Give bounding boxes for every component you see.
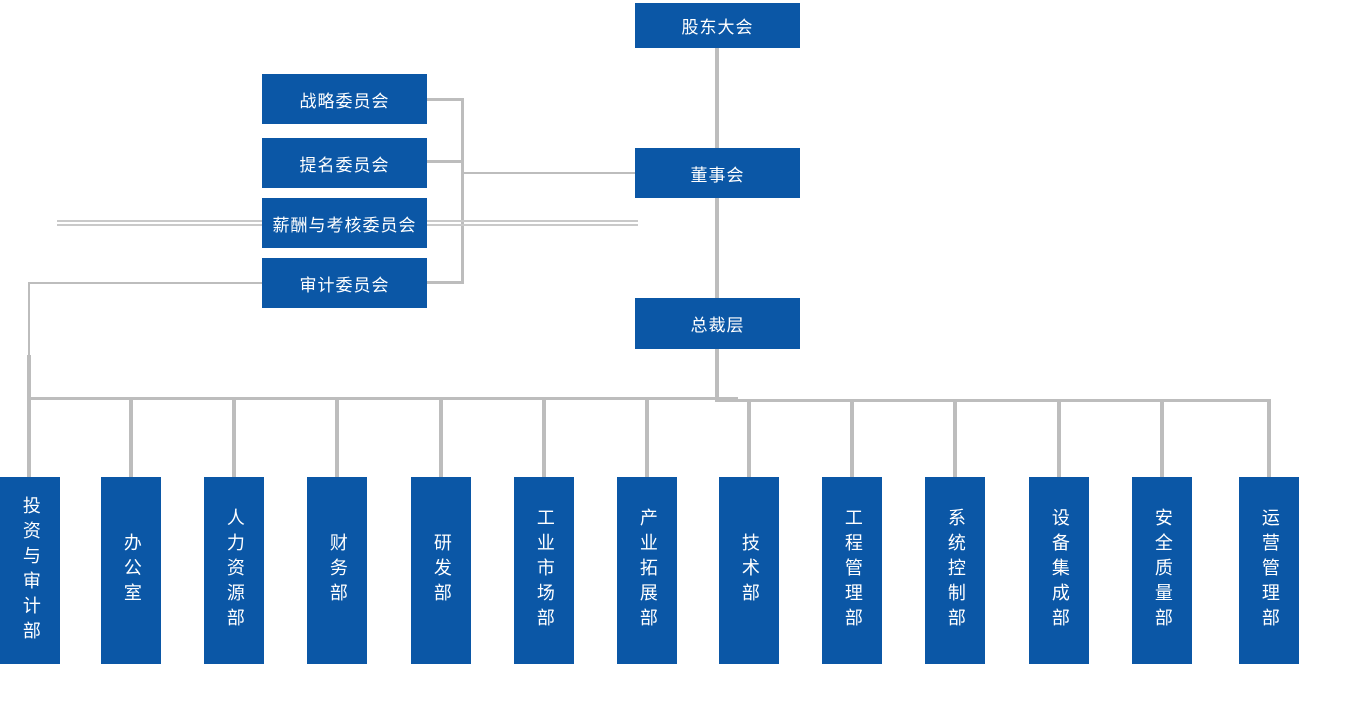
finance-dept-node: 财务部 — [307, 477, 367, 664]
technology-dept-node: 技术部 — [719, 477, 779, 664]
strategy-committee-label: 战略委员会 — [299, 91, 390, 111]
connector-bus-right — [715, 399, 1271, 402]
connector-drop-dept-7 — [645, 399, 649, 477]
connector-drop-dept-5 — [439, 399, 443, 477]
connector-drop-dept-10 — [953, 399, 957, 477]
connector-drop-dept-9 — [850, 399, 854, 477]
connector-drop-dept-3 — [232, 399, 236, 477]
equipment-integration-dept-label: 设备集成部 — [1049, 508, 1070, 633]
connector-audit-left-vertical — [28, 282, 30, 400]
safety-quality-dept-node: 安全质量部 — [1132, 477, 1192, 664]
investment-audit-dept-node: 投资与审计部 — [0, 477, 60, 664]
connector-remuneration-left-bottom — [57, 224, 262, 226]
audit-committee-node: 审计委员会 — [262, 258, 427, 308]
connector-stub-strategy — [427, 98, 461, 101]
connector-audit-left-horizontal — [28, 282, 262, 284]
connector-drop-dept-1 — [27, 355, 31, 477]
nomination-committee-node: 提名委员会 — [262, 138, 427, 188]
audit-committee-label: 审计委员会 — [299, 275, 390, 295]
human-resources-dept-label: 人力资源部 — [224, 508, 245, 633]
industrial-market-dept-label: 工业市场部 — [534, 508, 555, 633]
connector-drop-dept-4 — [335, 399, 339, 477]
nomination-committee-label: 提名委员会 — [299, 155, 390, 175]
connector-shareholders-to-board — [715, 48, 719, 148]
office-node: 办公室 — [101, 477, 161, 664]
equipment-integration-dept-node: 设备集成部 — [1029, 477, 1089, 664]
connector-remuneration-right-bottom — [427, 224, 638, 226]
connector-remuneration-left-top — [57, 220, 262, 222]
connector-remuneration-right-top — [427, 220, 638, 222]
industrial-market-dept-node: 工业市场部 — [514, 477, 574, 664]
connector-committees-vertical — [461, 98, 464, 284]
connector-drop-dept-11 — [1057, 399, 1061, 477]
operations-management-dept-label: 运营管理部 — [1259, 508, 1280, 633]
research-development-dept-label: 研发部 — [431, 533, 452, 608]
connector-drop-dept-12 — [1160, 399, 1164, 477]
president-level-label: 总裁层 — [690, 316, 745, 335]
research-development-dept-node: 研发部 — [411, 477, 471, 664]
engineering-management-dept-label: 工程管理部 — [842, 508, 863, 633]
remuneration-assessment-committee-label: 薪酬与考核委员会 — [272, 215, 417, 235]
industry-expansion-dept-node: 产业拓展部 — [617, 477, 677, 664]
technology-dept-label: 技术部 — [739, 533, 760, 608]
operations-management-dept-node: 运营管理部 — [1239, 477, 1299, 664]
engineering-management-dept-node: 工程管理部 — [822, 477, 882, 664]
office-label: 办公室 — [121, 533, 142, 608]
shareholders-meeting-label: 股东大会 — [681, 18, 754, 37]
connector-drop-dept-8 — [747, 399, 751, 477]
connector-board-to-president — [715, 198, 719, 298]
board-of-directors-label: 董事会 — [690, 165, 745, 185]
board-of-directors-node: 董事会 — [635, 148, 800, 198]
system-control-dept-label: 系统控制部 — [945, 508, 966, 633]
connector-drop-dept-6 — [542, 399, 546, 477]
investment-audit-dept-label: 投资与审计部 — [20, 495, 41, 646]
shareholders-meeting-node: 股东大会 — [635, 3, 800, 48]
connector-president-to-bus — [715, 349, 719, 400]
president-level-node: 总裁层 — [635, 298, 800, 349]
connector-drop-dept-2 — [129, 399, 133, 477]
connector-committees-to-board — [461, 172, 635, 174]
connector-stub-audit — [427, 281, 461, 284]
system-control-dept-node: 系统控制部 — [925, 477, 985, 664]
human-resources-dept-node: 人力资源部 — [204, 477, 264, 664]
strategy-committee-node: 战略委员会 — [262, 74, 427, 124]
finance-dept-label: 财务部 — [327, 533, 348, 608]
connector-drop-dept-13 — [1267, 399, 1271, 477]
connector-stub-nomination — [427, 160, 461, 163]
connector-bus-left — [28, 397, 738, 400]
remuneration-assessment-committee-node: 薪酬与考核委员会 — [262, 198, 427, 248]
safety-quality-dept-label: 安全质量部 — [1152, 508, 1173, 633]
industry-expansion-dept-label: 产业拓展部 — [637, 508, 658, 633]
